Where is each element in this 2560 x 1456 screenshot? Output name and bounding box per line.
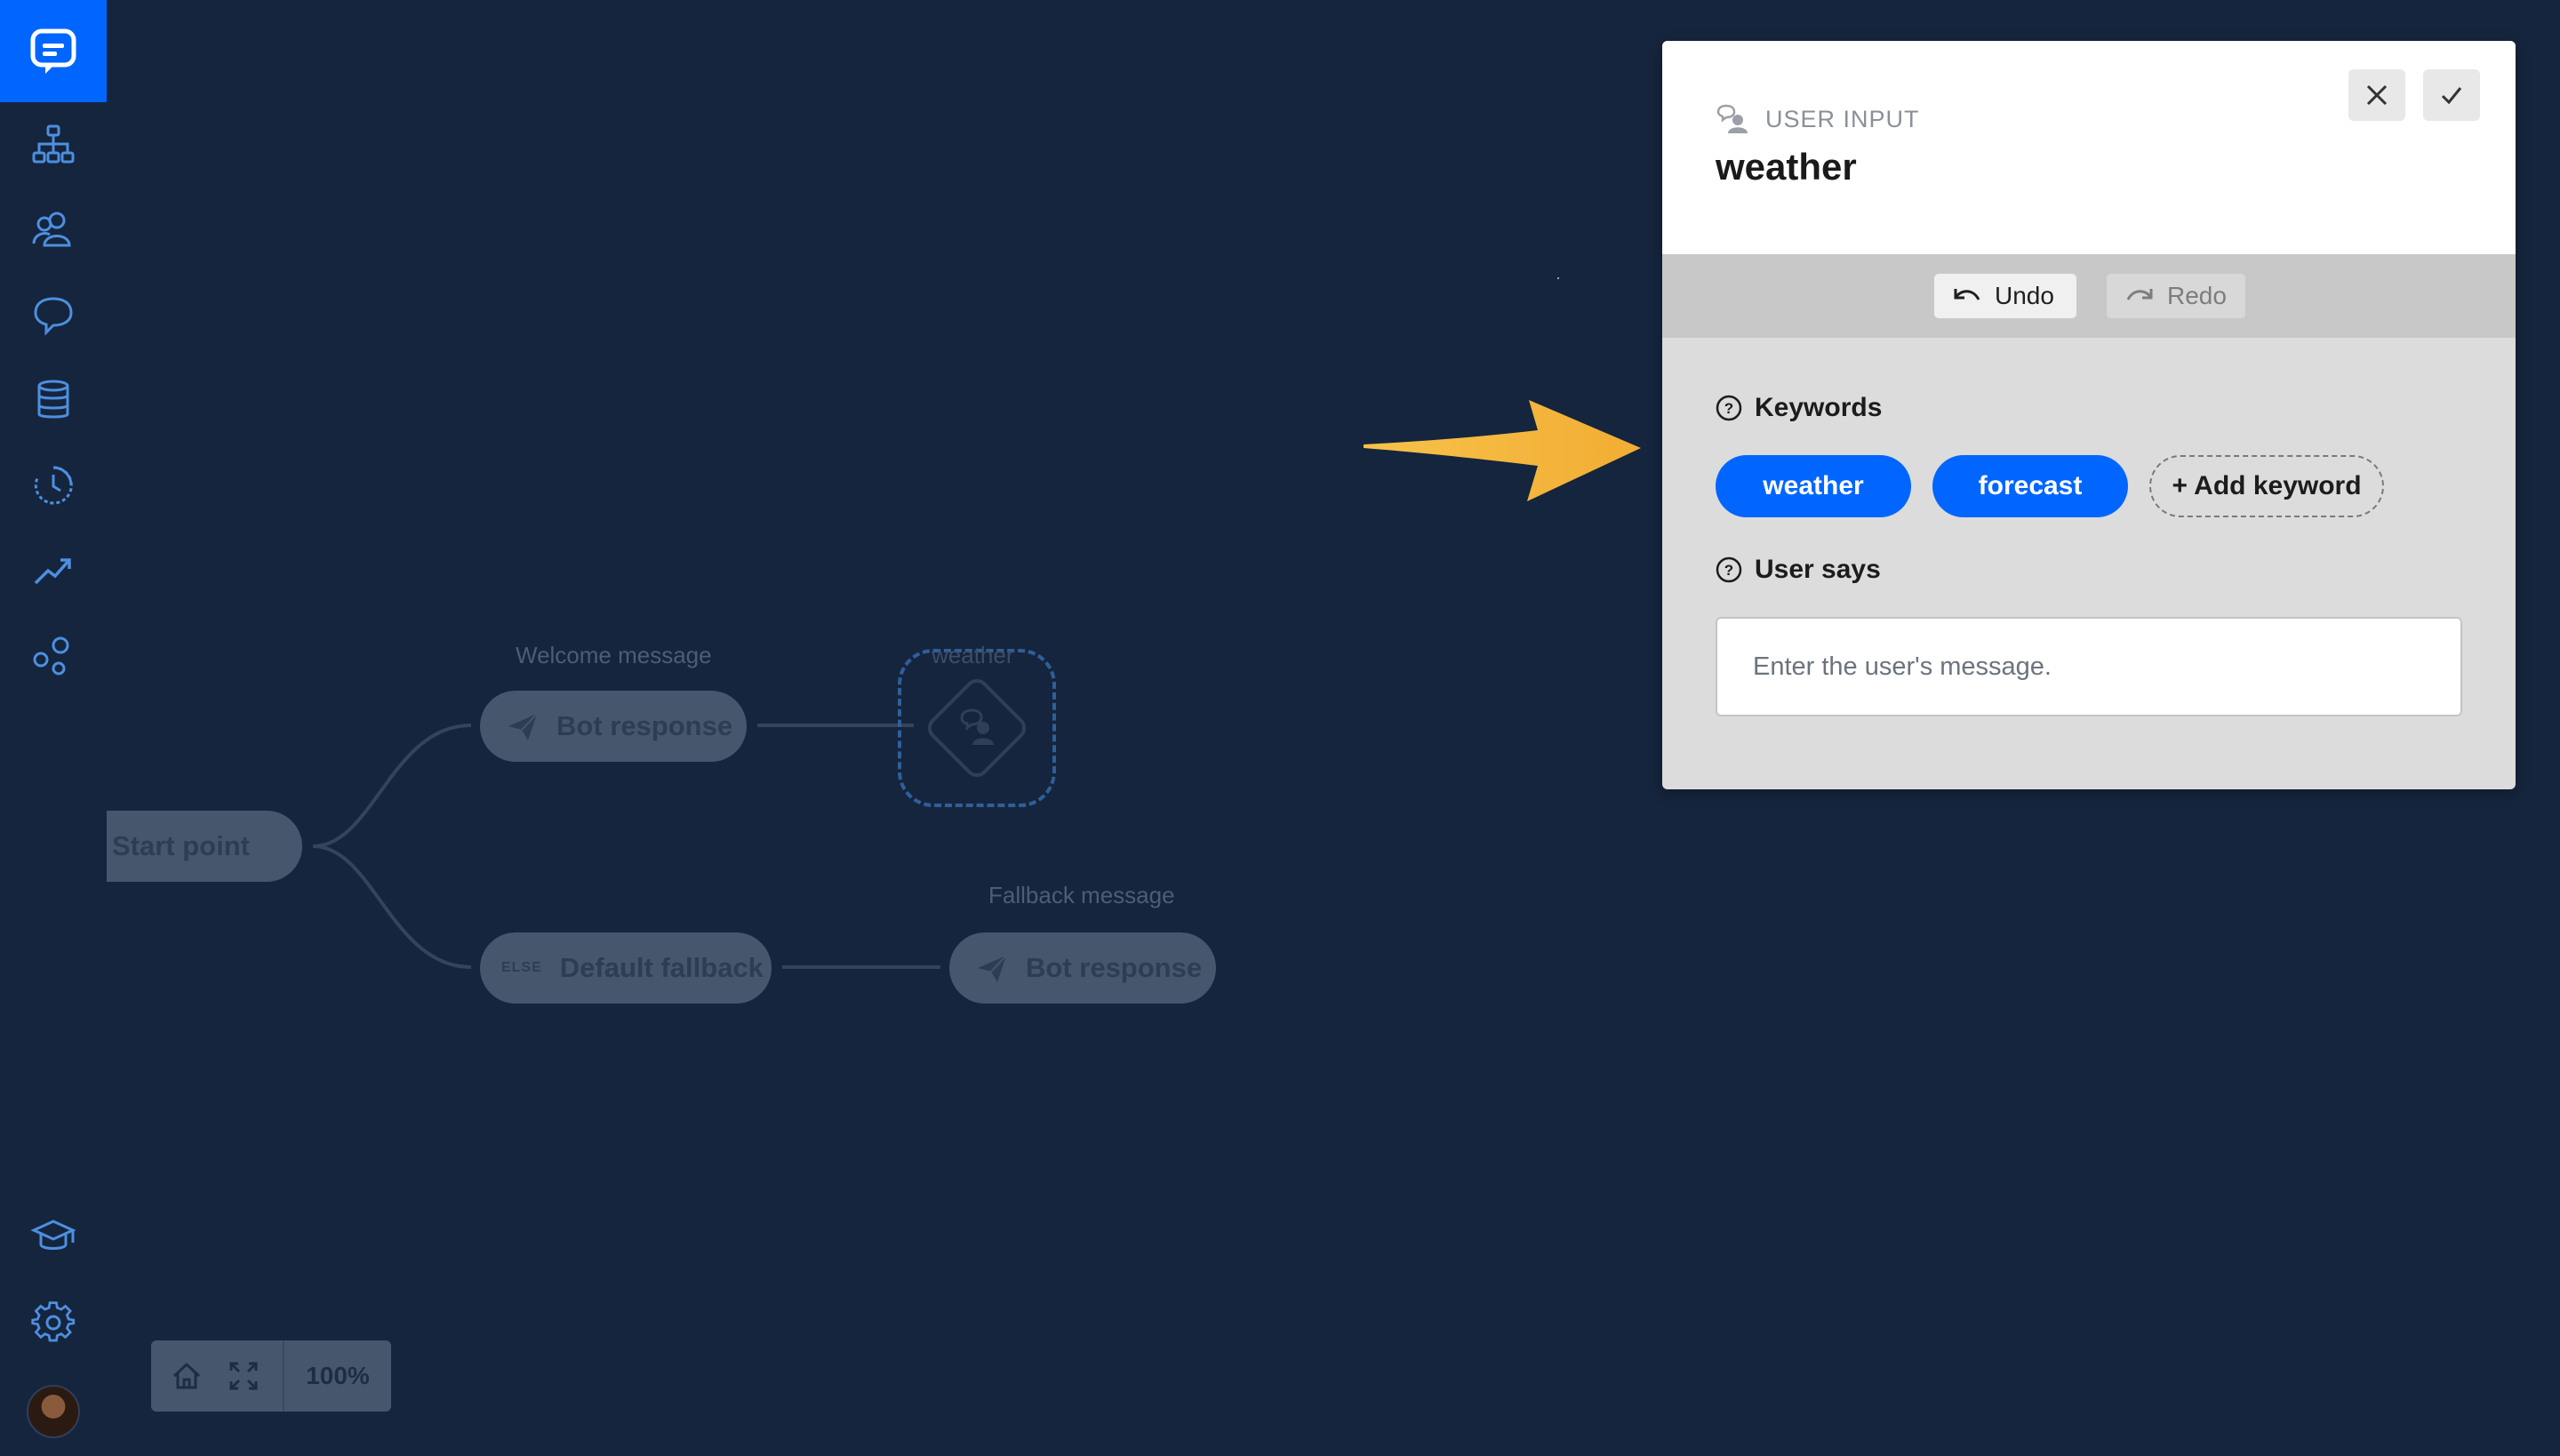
stray-pixel [1557, 277, 1559, 279]
help-icon[interactable]: ? [1716, 395, 1742, 421]
keyword-chip-label: weather [1763, 471, 1864, 500]
add-keyword-label: + Add keyword [2172, 471, 2362, 500]
users-icon [32, 212, 71, 247]
svg-text:?: ? [1724, 562, 1733, 579]
keyword-chip-weather[interactable]: weather [1716, 455, 1911, 517]
integrations-icon [33, 636, 69, 676]
start-point-node[interactable]: Start point [107, 811, 302, 882]
expand-icon [229, 1362, 258, 1390]
sidebar-item-flows[interactable] [27, 117, 80, 171]
chat-logo-icon [30, 28, 76, 74]
start-point-label: Start point [112, 830, 250, 861]
zoom-toolbar: 100% [151, 1340, 391, 1412]
academy-cap-icon [30, 1220, 76, 1250]
confirm-button[interactable] [2423, 69, 2480, 121]
welcome-message-label: Welcome message [516, 642, 712, 668]
panel-title: weather [1716, 146, 1857, 188]
svg-text:?: ? [1724, 400, 1733, 417]
flow-tree-icon [32, 124, 75, 164]
chat-bubble-icon [34, 297, 73, 336]
paper-plane-icon [505, 708, 540, 744]
keywords-title: Keywords [1755, 393, 1883, 422]
gear-icon [31, 1301, 76, 1342]
panel-type-label: USER INPUT [1765, 105, 1920, 132]
user-input-icon [960, 708, 994, 745]
sidebar-item-history[interactable] [27, 459, 80, 512]
user-input-icon [1716, 104, 1748, 133]
fit-screen-button[interactable] [215, 1340, 272, 1412]
home-icon [172, 1362, 201, 1389]
sidebar-item-data[interactable] [27, 373, 80, 427]
default-fallback-node[interactable]: ELSE Default fallback [480, 932, 772, 1004]
help-icon[interactable]: ? [1716, 556, 1742, 583]
sidebar-item-settings[interactable] [27, 1296, 80, 1349]
history-clock-icon [34, 466, 73, 505]
fallback-response-text: Bot response [1026, 952, 1203, 983]
add-keyword-button[interactable]: + Add keyword [2149, 455, 2384, 517]
weather-user-input-node[interactable] [898, 649, 1056, 807]
undo-button[interactable]: Undo [1934, 274, 2076, 318]
sidebar [0, 0, 107, 1456]
panel-header: USER INPUT weather [1662, 41, 2516, 254]
user-says-section-title: ? User says [1716, 555, 1881, 585]
panel-type: USER INPUT [1716, 101, 1920, 137]
chatbot-logo[interactable] [0, 0, 107, 102]
sidebar-item-integrations[interactable] [27, 629, 80, 683]
keyword-chip-label: forecast [1978, 471, 2083, 500]
analytics-trend-icon [34, 558, 71, 585]
sidebar-item-academy[interactable] [27, 1211, 80, 1264]
undo-redo-bar: Undo Redo [1662, 254, 2516, 338]
user-says-input[interactable] [1716, 617, 2462, 716]
paper-plane-icon [974, 950, 1010, 986]
sidebar-item-analytics[interactable] [27, 544, 80, 597]
sidebar-item-conversations[interactable] [27, 288, 80, 341]
weather-node-label: weather [932, 642, 1014, 668]
user-input-panel: USER INPUT weather Undo Redo ? Keywords … [1662, 41, 2516, 789]
sidebar-item-users[interactable] [27, 203, 80, 256]
home-button[interactable] [158, 1340, 215, 1412]
keyword-chip-forecast[interactable]: forecast [1932, 455, 2128, 517]
undo-label: Undo [1995, 282, 2054, 309]
welcome-node-text: Bot response [556, 710, 733, 741]
fallback-message-label: Fallback message [988, 882, 1175, 908]
yellow-arrow-annotation [1364, 400, 1641, 501]
keywords-section-title: ? Keywords [1716, 393, 1882, 423]
avatar[interactable] [27, 1385, 80, 1438]
database-icon [37, 380, 69, 419]
else-tag: ELSE [501, 960, 542, 975]
check-icon [2441, 87, 2462, 105]
fallback-bot-response-node[interactable]: Bot response [949, 932, 1216, 1004]
undo-icon [1954, 289, 1980, 300]
user-says-title: User says [1755, 555, 1881, 584]
close-icon [2366, 84, 2388, 106]
redo-label: Redo [2167, 282, 2227, 309]
redo-button[interactable]: Redo [2107, 274, 2245, 318]
close-button[interactable] [2348, 69, 2405, 121]
redo-icon [2126, 289, 2153, 300]
zoom-level: 100% [306, 1362, 370, 1389]
welcome-bot-response-node[interactable]: Bot response [480, 691, 747, 762]
fallback-node-text: Default fallback [559, 952, 764, 983]
zoom-separator [283, 1340, 284, 1412]
